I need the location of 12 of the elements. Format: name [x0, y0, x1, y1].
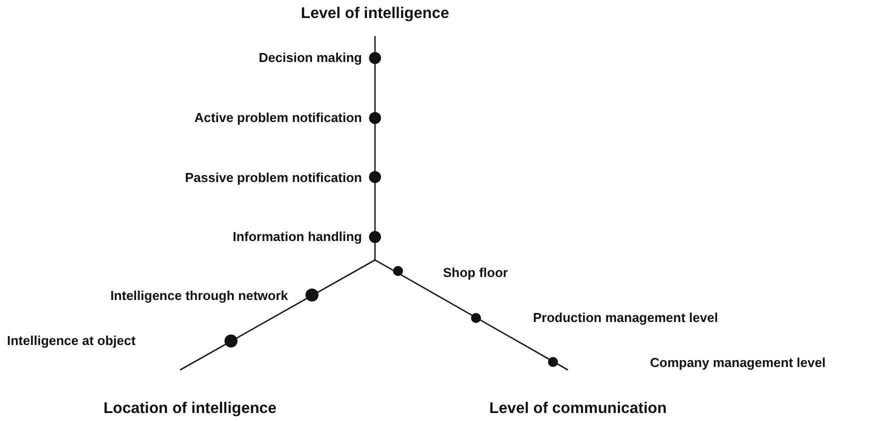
axis-point-label: Intelligence at object [7, 333, 136, 349]
axis-title: Level of intelligence [300, 5, 450, 23]
axis-title: Level of communication [489, 400, 667, 418]
axis-point-label: Passive problem notification [185, 170, 362, 186]
axis-point-label: Intelligence through network [110, 288, 288, 304]
axis-point-label: Production management level [533, 310, 718, 326]
axis-title: Location of intelligence [103, 400, 277, 418]
axis-point-label: Company management level [650, 355, 826, 371]
axis-point-label: Active problem notification [194, 110, 362, 126]
axis-point-label: Shop floor [443, 265, 508, 281]
axis-point-label: Information handling [232, 229, 362, 245]
axis-point-label: Decision making [258, 50, 362, 66]
